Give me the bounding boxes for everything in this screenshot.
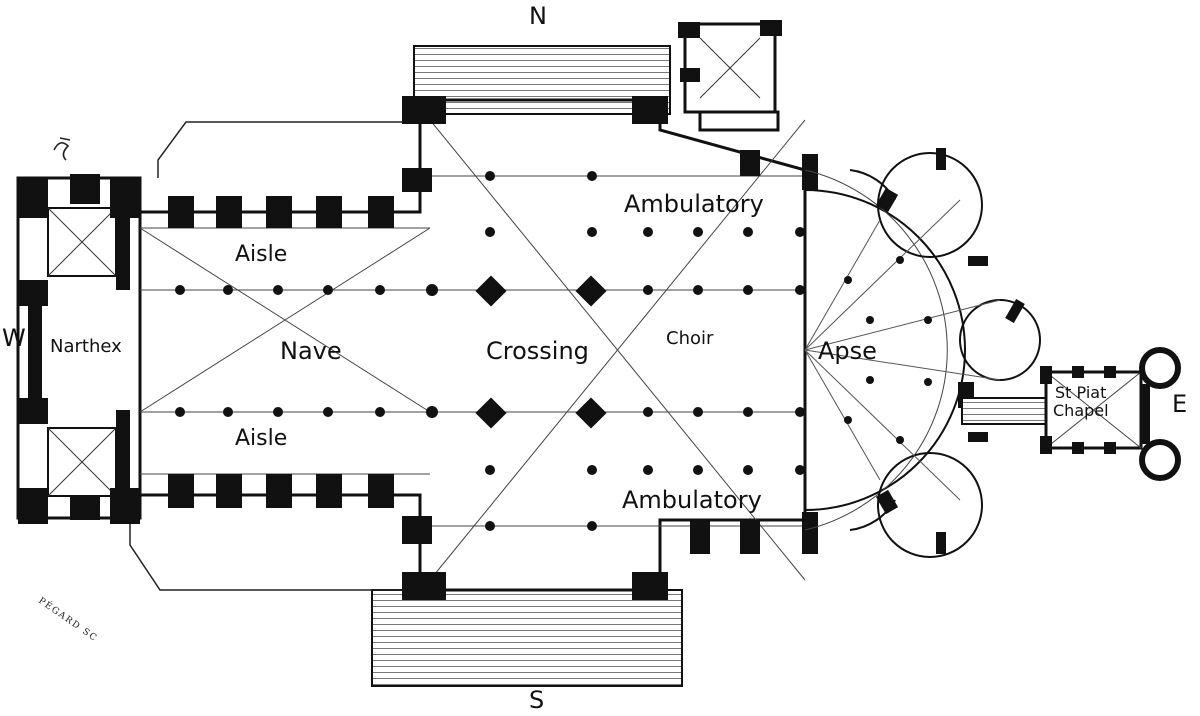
apse-label: Apse (818, 337, 877, 365)
crossing-label: Crossing (486, 337, 589, 365)
narthex-label: Narthex (50, 336, 122, 357)
nave-label: Nave (280, 337, 342, 365)
north-ambulatory-label: Ambulatory (624, 190, 764, 218)
south-aisle-label: Aisle (235, 426, 288, 451)
apse-buttresses (844, 148, 1025, 554)
north-porch (413, 45, 671, 115)
compass-east-label: E (1172, 390, 1188, 418)
choir-label: Choir (666, 328, 714, 349)
south-ambulatory-label: Ambulatory (622, 486, 762, 514)
north-aisle-label: Aisle (235, 242, 288, 267)
st-piat-chapel-label-line2: Chapel (1053, 401, 1109, 420)
compass-south-label: S (529, 686, 545, 714)
south-porch (371, 589, 683, 687)
st-piat-chapel-label-line1: St Piat (1055, 383, 1107, 402)
emblem-glyph (53, 137, 71, 161)
west-front (16, 174, 142, 524)
nave-piers (175, 171, 805, 531)
apse-chevet (804, 152, 1041, 558)
north-annex-outline (157, 121, 405, 178)
northeast-tower (678, 20, 782, 176)
compass-north-label: N (529, 2, 547, 30)
aisle-buttresses (168, 96, 818, 600)
compass-west-label: W (2, 324, 26, 352)
st-piat-chapel-structure (961, 347, 1181, 481)
crossing-choir-vaults (429, 119, 806, 581)
south-annex-outline (129, 510, 405, 591)
